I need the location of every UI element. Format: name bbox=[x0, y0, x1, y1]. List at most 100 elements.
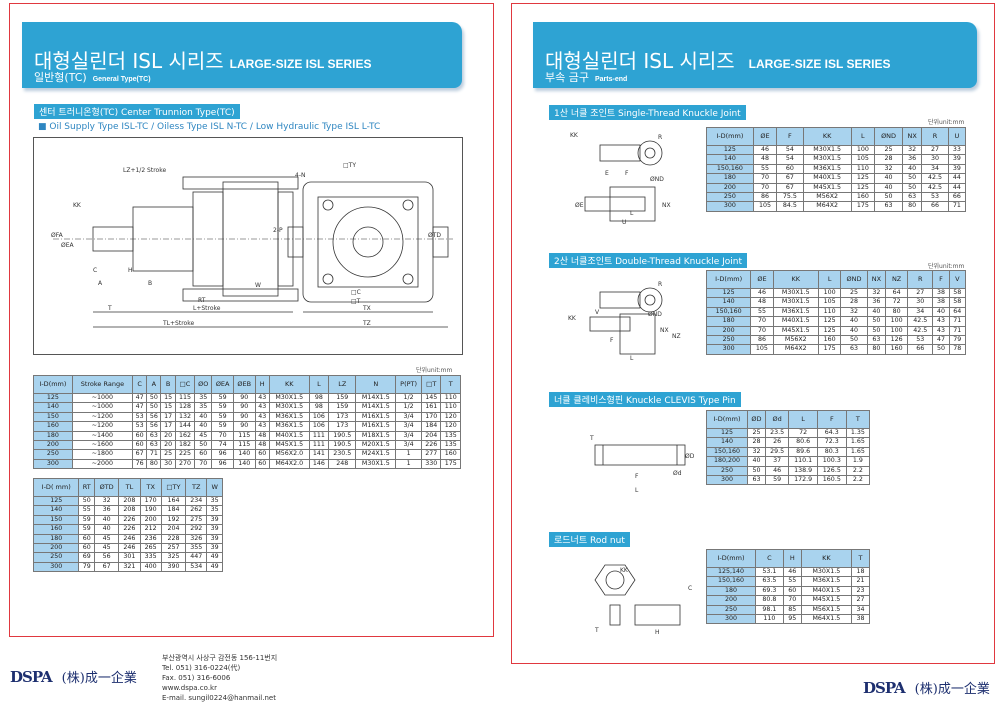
table-cell: 38 bbox=[932, 297, 950, 308]
column-header: R bbox=[921, 127, 949, 146]
column-header: I-D(mm) bbox=[33, 375, 73, 394]
table-cell: 138.9 bbox=[788, 465, 818, 477]
table-cell: 26 bbox=[764, 437, 790, 448]
table-cell: ~1400 bbox=[71, 430, 133, 442]
website-link[interactable]: www.dspa.co.kr bbox=[162, 684, 217, 692]
row-label: 125,140 bbox=[706, 566, 756, 578]
table-cell: 161 bbox=[420, 402, 442, 413]
table-cell: 43 bbox=[932, 325, 950, 337]
table-cell: 60 bbox=[131, 430, 148, 442]
row-label: 125 bbox=[32, 495, 80, 507]
row-label: 300 bbox=[706, 201, 754, 212]
table-cell: 292 bbox=[185, 524, 208, 535]
table-cell: 29.5 bbox=[764, 446, 790, 458]
row-label: 300 bbox=[705, 344, 752, 355]
row-label: 200 bbox=[706, 595, 756, 606]
table-cell: 36 bbox=[94, 505, 120, 516]
table-cell: 100.3 bbox=[816, 456, 847, 467]
table-cell: 105 bbox=[752, 201, 778, 212]
dim-label: C bbox=[93, 267, 97, 274]
trunnion-drawing: LZ+1/2 Stroke KK ØFA ØEA C A B H RT L+St… bbox=[33, 137, 463, 355]
table-cell: 60 bbox=[131, 440, 148, 451]
table-cell: 170 bbox=[139, 495, 162, 507]
table-cell: 50 bbox=[866, 316, 887, 327]
table-cell: M64X2 bbox=[772, 344, 820, 355]
email-link[interactable]: E-mail. sungil0224@hanmail.net bbox=[162, 694, 276, 702]
dim-label: NZ bbox=[672, 333, 681, 340]
dim-label: KK bbox=[570, 132, 579, 139]
table-cell: M40X1.5 bbox=[268, 430, 310, 442]
table-cell: M36X1.5 bbox=[800, 576, 852, 587]
row-label: 125 bbox=[705, 287, 752, 299]
table-cell: 70 bbox=[750, 325, 774, 337]
table-cell: 111 bbox=[308, 440, 330, 451]
title-kr: 대형실린더 ISL 시리즈 bbox=[34, 49, 224, 73]
row-label: 200 bbox=[705, 325, 752, 337]
table-cell: 39 bbox=[206, 514, 223, 526]
table-cell: 144 bbox=[174, 421, 196, 432]
table-cell: 23.5 bbox=[764, 427, 790, 439]
table-cell: 55 bbox=[752, 163, 778, 175]
row-label: 140 bbox=[706, 154, 754, 165]
column-header: NX bbox=[866, 270, 887, 289]
table-cell: 71 bbox=[948, 316, 967, 327]
dim-label: ØND bbox=[650, 176, 664, 183]
table-cell: 25 bbox=[874, 144, 904, 156]
row-label: 150 bbox=[32, 514, 80, 526]
dim-label: U bbox=[622, 219, 626, 225]
dim-label: L+Stroke bbox=[193, 305, 221, 312]
row-label: 125 bbox=[705, 427, 749, 439]
table-cell: 71 bbox=[146, 449, 162, 460]
table-cell: 39 bbox=[947, 154, 967, 165]
table-cell: 63 bbox=[866, 335, 887, 346]
table-cell: 190 bbox=[139, 505, 162, 516]
table-cell: 132 bbox=[174, 411, 196, 423]
table-cell: 46 bbox=[750, 287, 774, 299]
table-cell: 120 bbox=[440, 421, 461, 432]
row-label: 140 bbox=[32, 505, 80, 516]
table-cell: 56 bbox=[146, 421, 162, 432]
table-cell: 44 bbox=[947, 182, 967, 194]
table-cell: 98 bbox=[308, 392, 330, 404]
dim-label: V bbox=[595, 309, 600, 316]
table-cell: 60 bbox=[254, 449, 270, 460]
table-cell: 28 bbox=[874, 154, 904, 165]
table-cell: 69.3 bbox=[754, 585, 784, 597]
table-cell: 50 bbox=[840, 335, 868, 346]
column-header: H bbox=[254, 375, 270, 394]
table-cell: 66 bbox=[907, 344, 934, 355]
table-cell: 60 bbox=[776, 163, 804, 175]
table-cell: 35 bbox=[206, 495, 223, 507]
right-page bbox=[511, 3, 995, 664]
table-cell: ~1000 bbox=[71, 392, 133, 404]
column-header: ØE bbox=[750, 270, 774, 289]
table-cell: M64X2.0 bbox=[268, 458, 310, 470]
table-cell: 86 bbox=[750, 335, 774, 346]
table-cell: 90 bbox=[232, 421, 256, 432]
dim-label: ØE bbox=[575, 202, 584, 209]
table-cell: 32 bbox=[866, 287, 887, 299]
table-cell: 35 bbox=[194, 402, 213, 413]
table-cell: 141 bbox=[308, 449, 330, 460]
table-cell: 106 bbox=[308, 421, 330, 432]
table-cell: 301 bbox=[118, 552, 141, 563]
table-cell: 40 bbox=[194, 411, 213, 423]
column-header: NZ bbox=[884, 270, 909, 289]
table-cell: 30 bbox=[907, 297, 934, 308]
company-logo-left: DSPA(株)成一企業 bbox=[10, 667, 137, 686]
row-label: 250 bbox=[706, 192, 754, 203]
table-cell: 71 bbox=[948, 325, 967, 337]
table-cell: 39 bbox=[206, 524, 223, 535]
table-cell: 160 bbox=[850, 192, 876, 203]
table-cell: 321 bbox=[118, 561, 141, 573]
